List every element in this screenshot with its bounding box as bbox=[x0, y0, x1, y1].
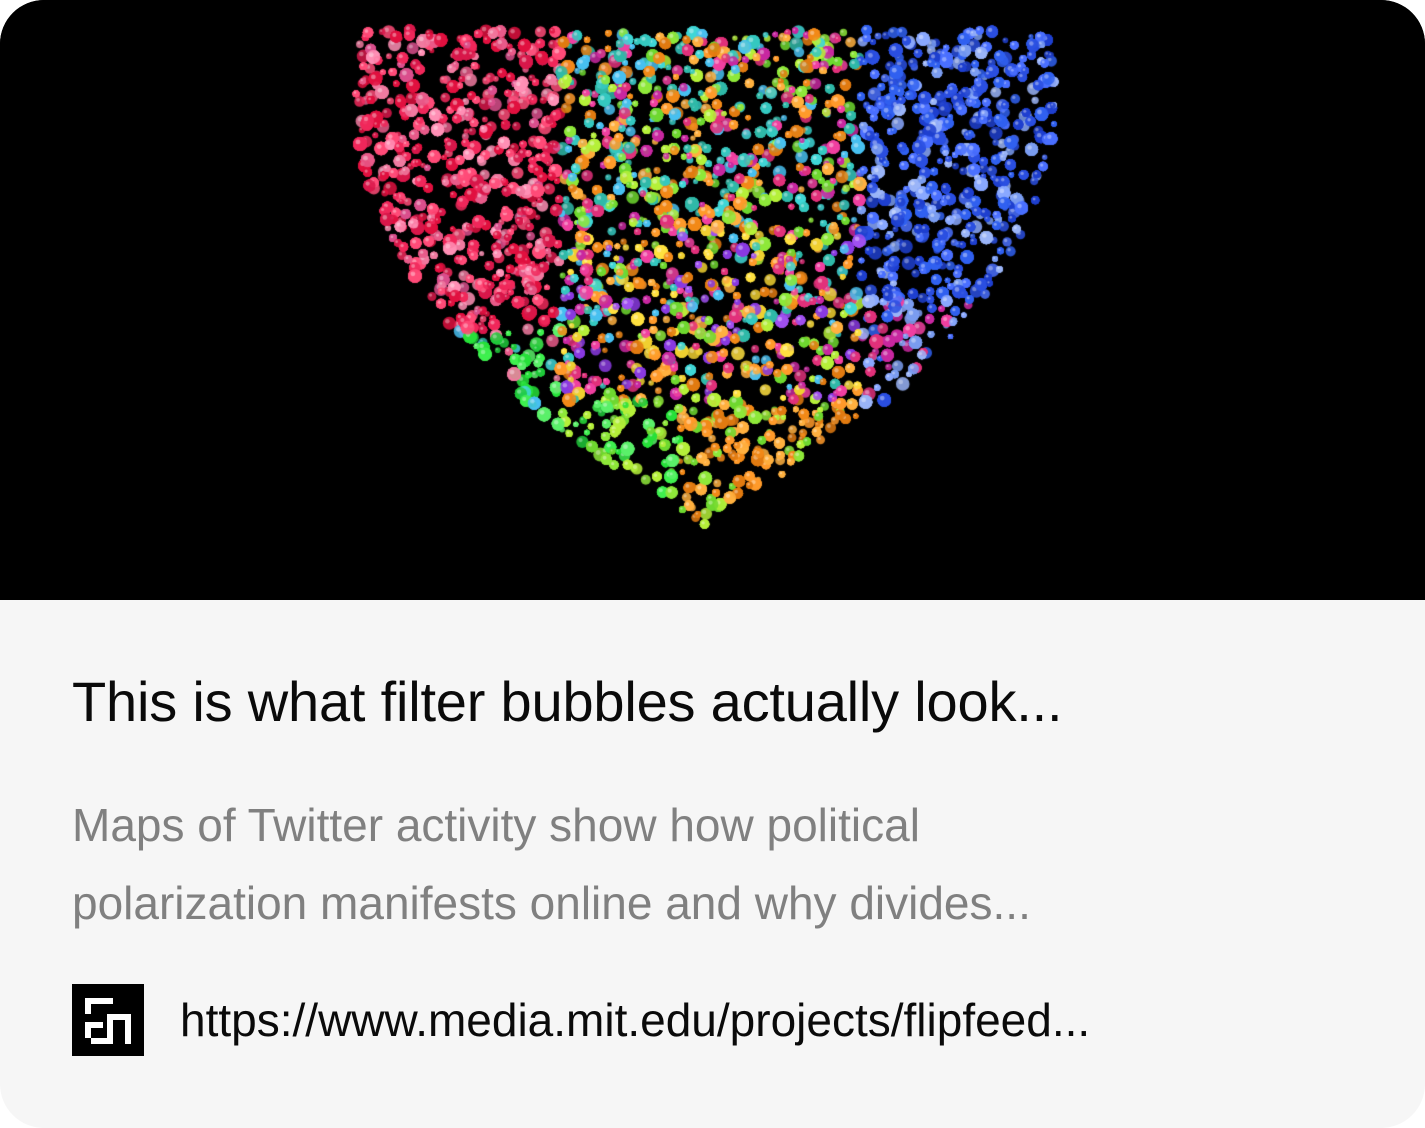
filter-bubble-heart-visualization bbox=[0, 0, 1425, 600]
media-lab-logo-icon bbox=[72, 984, 144, 1056]
card-source[interactable]: https://www.media.mit.edu/projects/flipf… bbox=[72, 984, 1362, 1056]
card-title[interactable]: This is what filter bubbles actually loo… bbox=[72, 670, 1063, 733]
card-description: Maps of Twitter activity show how politi… bbox=[72, 786, 1302, 942]
description-line: polarization manifests online and why di… bbox=[72, 877, 1031, 929]
preview-image bbox=[0, 0, 1425, 600]
description-line: Maps of Twitter activity show how politi… bbox=[72, 799, 920, 851]
source-url[interactable]: https://www.media.mit.edu/projects/flipf… bbox=[180, 994, 1091, 1046]
